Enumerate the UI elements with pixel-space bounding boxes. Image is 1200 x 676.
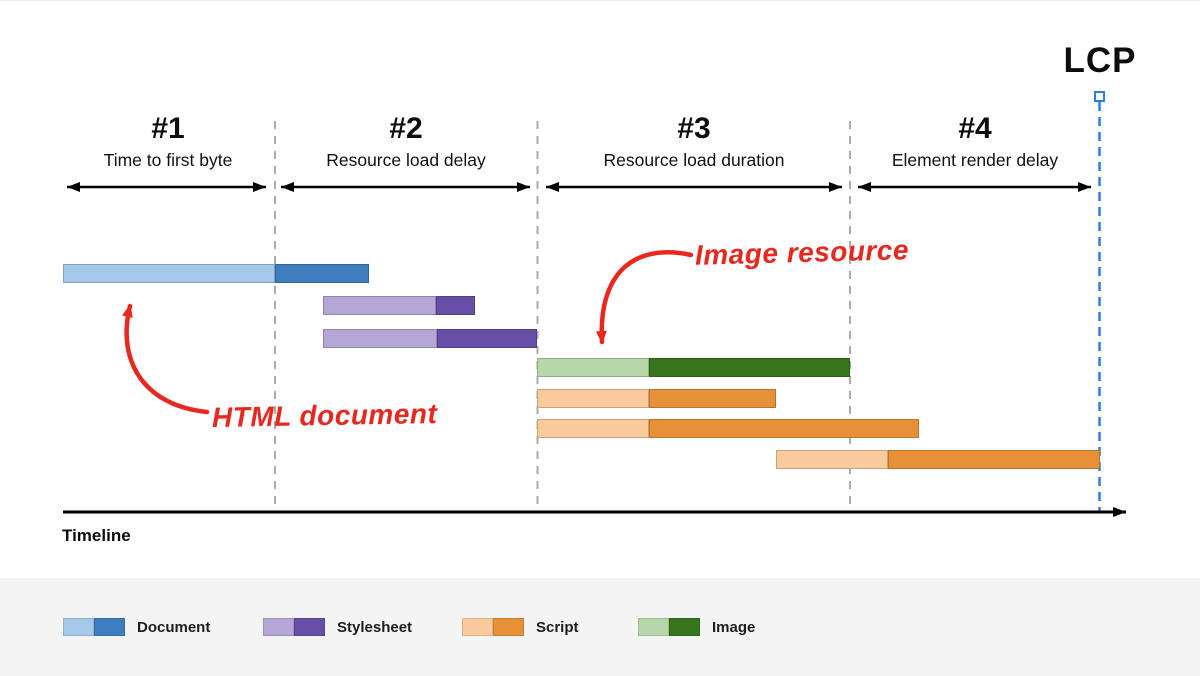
phase-3-header: #3 Resource load duration [544,113,844,171]
phase-2-header: #2 Resource load delay [256,113,556,171]
legend-label-image: Image [712,618,756,636]
phase-2-label: Resource load delay [326,150,486,170]
bar-script-light-segment [537,419,649,438]
lcp-label: LCP [1063,41,1137,80]
stylesheet-swatch-dark [294,618,325,636]
image-resource-annotation: Image resource [694,234,910,271]
legend-item-document: Document [63,618,210,636]
bar-script-light-segment [537,389,649,408]
bar-script-dark-segment [888,450,1100,469]
html-document-arrow [122,303,210,415]
bar-stylesheet-light-segment [323,296,436,315]
bar-script-dark-segment [649,419,919,438]
bar-document-light-segment [63,264,275,283]
phase-1-label: Time to first byte [103,150,233,170]
legend-item-stylesheet: Stylesheet [263,618,412,636]
bar-script-light-segment [776,450,888,469]
document-swatch-dark [94,618,125,636]
document-swatch-icon [63,618,125,636]
bar-document-dark-segment [275,264,369,283]
phase-4-number: #4 [958,112,992,145]
image-resource-arrow [595,250,694,345]
script-swatch-dark [493,618,524,636]
bar-stylesheet-dark-segment [437,329,537,348]
phase-3-label: Resource load duration [603,150,785,170]
timeline-axis-label: Timeline [62,526,131,545]
script-swatch-icon [462,618,524,636]
phase-1-header: #1 Time to first byte [18,113,318,171]
html-document-annotation: HTML document [211,398,438,433]
legend-label-script: Script [536,618,579,636]
bar-stylesheet-dark-segment [436,296,475,315]
legend-label-document: Document [137,618,211,636]
legend-label-stylesheet: Stylesheet [337,618,413,636]
bar-image-light-segment [537,358,649,377]
document-swatch-light [63,618,94,636]
bar-image-dark-segment [649,358,850,377]
script-swatch-light [462,618,493,636]
stylesheet-swatch-light [263,618,294,636]
bar-stylesheet-light-segment [323,329,437,348]
lcp-marker-square [1094,91,1105,102]
stylesheet-swatch-icon [263,618,325,636]
image-swatch-dark [669,618,700,636]
legend-item-script: Script [462,618,579,636]
bar-script-dark-segment [649,389,776,408]
image-swatch-icon [638,618,700,636]
phase-1-number: #1 [151,112,185,145]
phase-4-label: Element render delay [891,150,1059,170]
legend-item-image: Image [638,618,755,636]
phase-3-number: #3 [677,112,711,145]
legend-background [0,578,1200,676]
phase-2-number: #2 [389,112,423,145]
image-swatch-light [638,618,669,636]
phase-4-header: #4 Element render delay [825,113,1125,171]
